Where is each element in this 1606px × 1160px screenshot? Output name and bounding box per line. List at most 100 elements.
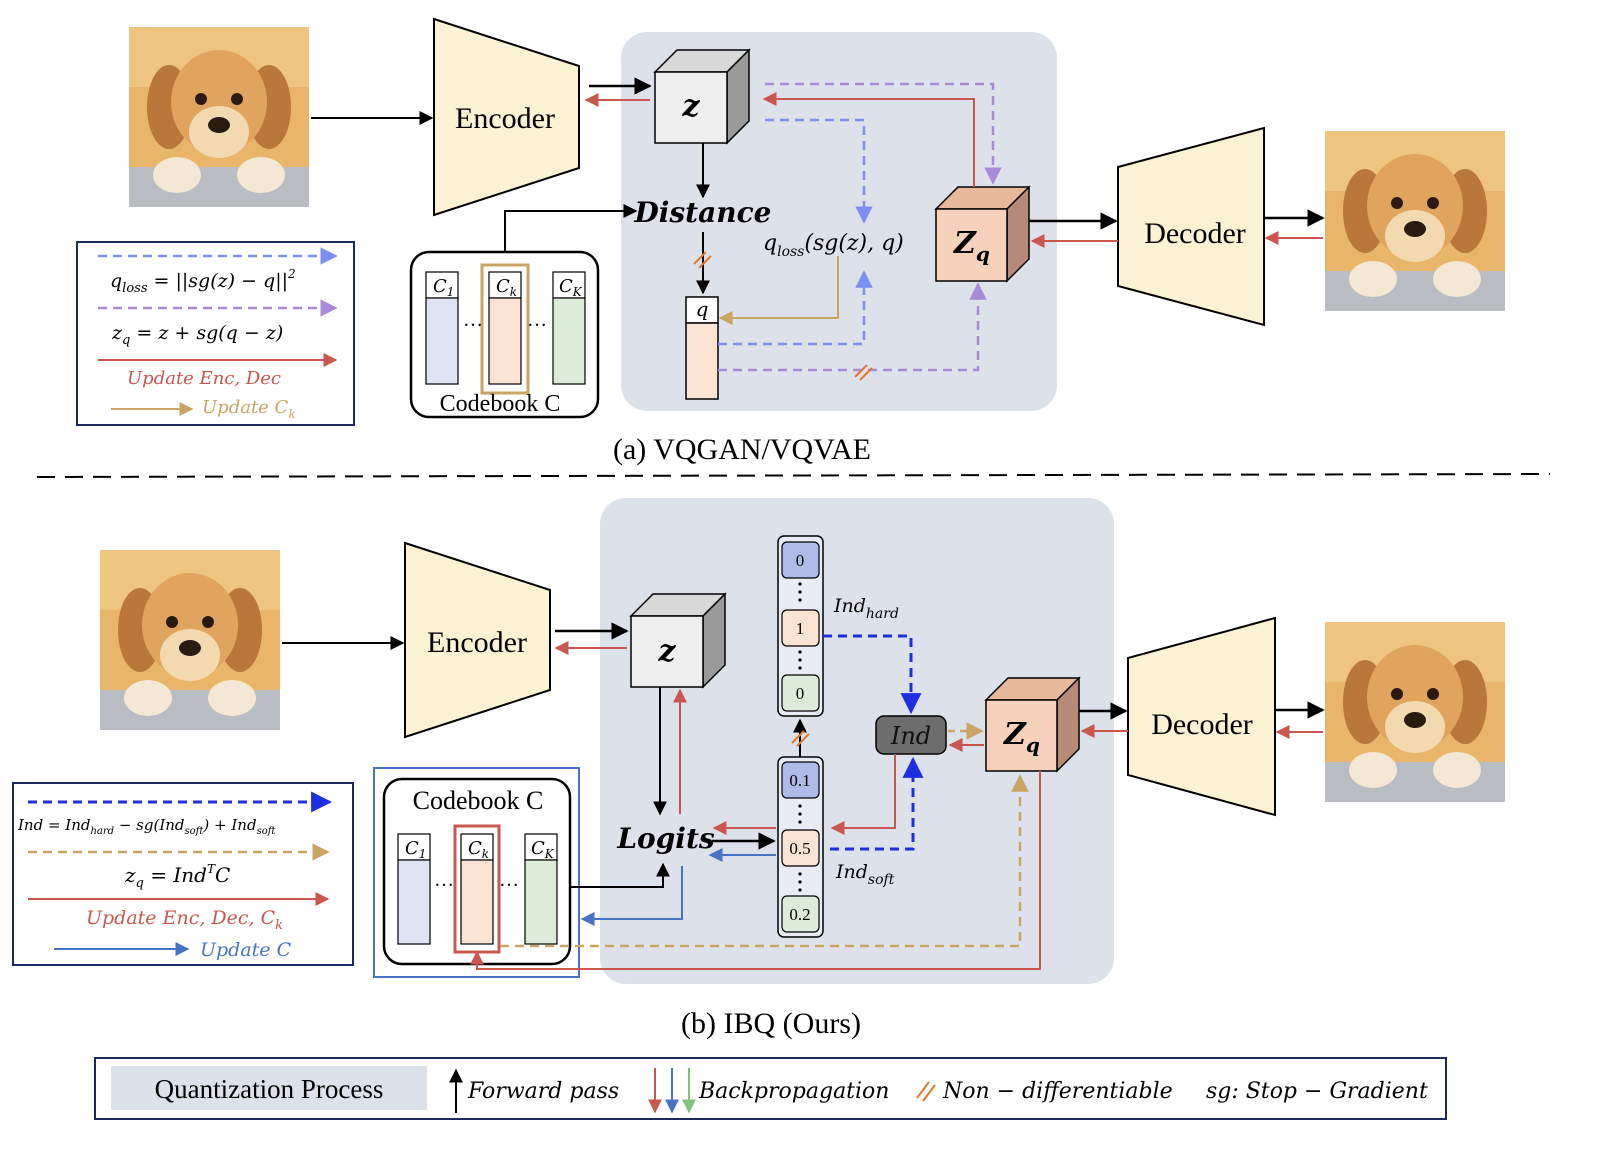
top-q-vector <box>685 322 719 400</box>
bottom-hard-value-1: 1 <box>796 619 805 638</box>
bottom-arrow-hard-to-ind <box>823 634 922 715</box>
top-legend-line4: Update Ck <box>202 397 296 421</box>
bottom-legend-line3: Update Enc, Dec, Ck <box>86 907 283 933</box>
bottom-codebook-code-1 <box>397 833 431 945</box>
top-legend-line3: Update Enc, Dec <box>127 368 281 389</box>
top-decoder-label: Decoder <box>1144 217 1246 250</box>
bottom-soft-cell-1 <box>781 829 820 867</box>
key-nondiff-label: Non − differentiable <box>942 1079 1173 1104</box>
key-sg-label: sg: Stop − Gradient <box>1206 1079 1428 1104</box>
top-arrow-qloss-to-q-gold <box>718 256 839 325</box>
top-decoder <box>1117 126 1265 327</box>
top-legend-line2: zq = z + sg(q − z) <box>111 322 283 348</box>
bottom-soft-value-0: 0.1 <box>789 771 810 790</box>
top-q-label: q <box>696 297 709 321</box>
top-codebook-code-K <box>552 271 586 385</box>
top-code-1-label: C1 <box>433 276 454 299</box>
bottom-codebook-code-k <box>453 824 501 954</box>
top-arrow-q-to-qloss-blue <box>718 270 873 346</box>
bottom-arrow-codebook-to-zq-gold <box>500 774 1029 948</box>
bottom-legend-line1: Ind = Indhard − sg(Indsoft) + Indsoft <box>17 816 276 837</box>
top-legend-line1: qloss = ||sg(z) − q||2 <box>110 267 296 296</box>
bottom-soft-vdots <box>798 804 802 892</box>
bottom-code-k-label: Ck <box>468 838 489 861</box>
top-arrow-q-to-zq-purple <box>718 282 987 372</box>
bottom-nondiff-mark-1 <box>791 730 810 747</box>
bottom-quantization-panel <box>600 498 1114 984</box>
bottom-arrow-soft-to-ind <box>830 756 924 851</box>
bottom-decoder-label: Decoder <box>1151 708 1253 741</box>
bottom-input-image <box>100 550 280 730</box>
top-arrow-codebook-to-distance <box>504 204 638 252</box>
top-caption: (a) VQGAN/VQVAE <box>613 433 871 466</box>
top-codebook-code-k <box>480 263 530 395</box>
bottom-output-image <box>1325 622 1505 802</box>
bottom-decoder <box>1127 616 1276 817</box>
top-z-cube <box>653 48 751 145</box>
bottom-soft-value-1: 0.5 <box>789 839 810 858</box>
top-code-K-label: CK <box>559 276 583 299</box>
bottom-code-K-label: CK <box>531 838 555 861</box>
bottom-codebook-code-K <box>524 833 558 945</box>
bottom-soft-cell-0 <box>781 761 820 799</box>
key-forward-label: Forward pass <box>467 1079 619 1104</box>
top-arrow-zq-to-z-red <box>762 92 975 187</box>
bottom-legend-box <box>12 782 354 966</box>
top-codebook-label: Codebook C <box>440 391 561 417</box>
section-divider <box>36 473 1551 478</box>
bottom-encoder-label: Encoder <box>427 626 527 659</box>
key-nondiff-mark <box>916 1081 936 1102</box>
key-backprop-label: Backpropagation <box>698 1079 889 1104</box>
bottom-soft-cell-2 <box>781 895 820 933</box>
bottom-ind-hard-label: Indhard <box>833 595 899 622</box>
bottom-encoder <box>404 541 551 739</box>
bottom-arrow-ind-to-soft-red <box>830 754 896 835</box>
top-codebook-code-1 <box>425 271 459 385</box>
bottom-hard-cell-1 <box>781 609 820 647</box>
top-z-label: z <box>681 89 700 124</box>
bottom-hard-cell-2 <box>781 674 820 712</box>
key-quantization-swatch <box>111 1066 427 1110</box>
bottom-hard-value-0: 0 <box>796 551 805 570</box>
bottom-zq-label: Zq <box>1003 717 1040 757</box>
top-nondiff-mark-1 <box>693 251 712 269</box>
bottom-codebook-label: Codebook C <box>413 786 544 815</box>
bottom-legend-line4: Update C <box>200 939 292 961</box>
bottom-code-1-label: C1 <box>405 838 426 861</box>
top-legend-box <box>76 241 355 426</box>
bottom-ind-box <box>875 715 947 755</box>
top-zq-label: Zq <box>953 226 990 266</box>
top-ellipsis-2: … <box>527 309 547 331</box>
bottom-hard-value-2: 0 <box>796 684 805 703</box>
top-zq-cube <box>934 185 1031 283</box>
bottom-soft-value-2: 0.2 <box>789 905 810 924</box>
top-code-k-label: Ck <box>496 276 517 299</box>
top-qloss-label: qloss(sg(z), q) <box>763 231 904 260</box>
bottom-caption: (b) IBQ (Ours) <box>681 1007 861 1040</box>
bottom-hard-cell-0 <box>781 541 820 579</box>
top-output-image <box>1325 131 1505 311</box>
bottom-logits-label: Logits <box>616 822 715 855</box>
top-encoder <box>433 17 580 217</box>
top-arrow-z-to-zq-purple <box>765 82 1002 185</box>
bottom-ellipsis-2: … <box>499 869 519 891</box>
top-encoder-label: Encoder <box>455 102 555 135</box>
bottom-z-cube <box>629 592 727 689</box>
bottom-ind-soft-label: Indsoft <box>835 861 895 888</box>
top-nondiff-mark-2 <box>854 364 873 381</box>
bottom-ind-label: Ind <box>890 722 931 750</box>
bottom-z-label: z <box>657 634 676 669</box>
bottom-zq-cube <box>984 676 1081 773</box>
bottom-ellipsis-1: … <box>434 869 454 891</box>
bottom-hard-vdots <box>798 582 802 670</box>
bottom-legend-line2: zq = IndTC <box>124 862 230 891</box>
bottom-codebook-highlight <box>373 767 580 978</box>
top-distance-label: Distance <box>634 196 772 229</box>
top-ellipsis-1: … <box>463 309 483 331</box>
bottom-arrow-codebook-to-logits <box>570 862 670 888</box>
bottom-arrow-zq-to-codebook-red <box>470 771 1041 970</box>
top-q-header <box>685 296 719 324</box>
top-input-image <box>129 27 309 207</box>
key-quantization-label: Quantization Process <box>155 1074 384 1104</box>
